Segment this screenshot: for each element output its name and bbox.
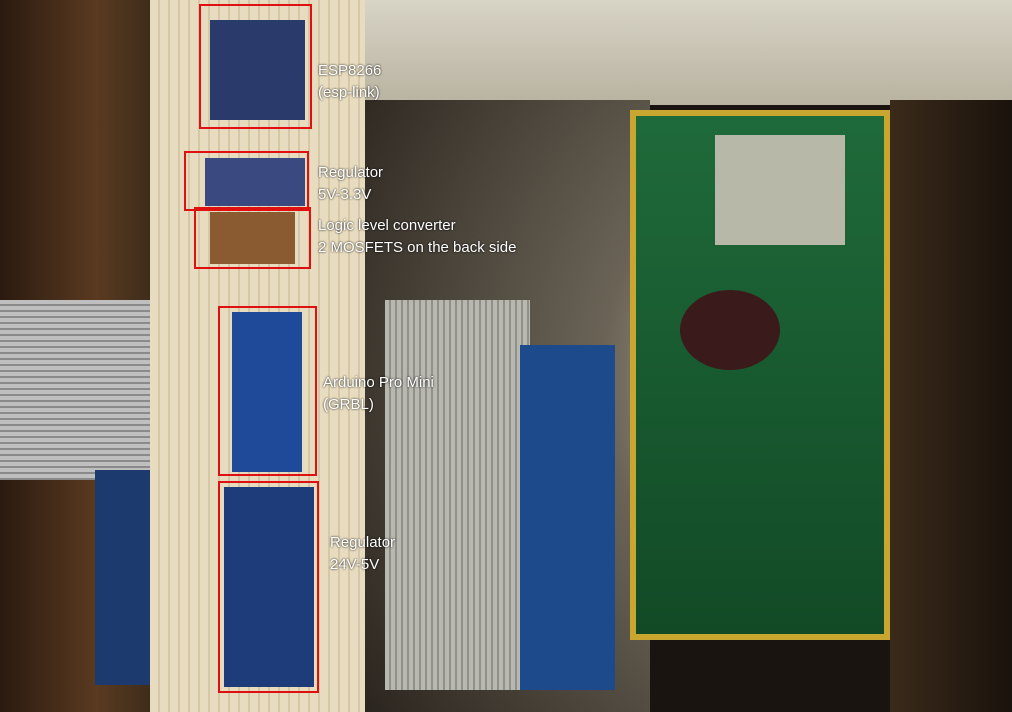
highlight-logic-converter: [194, 207, 311, 269]
right-wall: [890, 100, 1012, 712]
label-line: Arduino Pro Mini: [323, 374, 434, 391]
regulator-module: [205, 158, 305, 206]
label-line: (esp-link): [318, 84, 380, 101]
label-regulator-24v: Regulator 24V-5V: [330, 532, 395, 576]
label-esp8266: ESP8266 (esp-link): [318, 60, 381, 104]
transformer: [715, 135, 845, 245]
label-regulator-5v: Regulator 5V-3.3V: [318, 162, 383, 206]
level-converter: [210, 212, 295, 264]
buck-converter: [224, 487, 314, 687]
highlight-esp8266: [199, 4, 312, 129]
capacitor: [680, 290, 780, 370]
arduino-board: [232, 312, 302, 472]
back-panel: [360, 0, 1012, 105]
ribbon-cable-2: [385, 300, 530, 690]
label-line: 2 MOSFETS on the back side: [318, 239, 517, 256]
highlight-regulator-24v: [218, 481, 319, 693]
label-logic-converter: Logic level converter 2 MOSFETS on the ba…: [318, 215, 516, 259]
driver-board: [520, 345, 615, 690]
label-line: 5V-3.3V: [318, 186, 372, 203]
label-line: (GRBL): [323, 396, 374, 413]
esp-module: [210, 20, 305, 120]
label-line: 24V-5V: [330, 556, 380, 573]
label-line: Logic level converter: [318, 217, 456, 234]
label-line: ESP8266: [318, 62, 382, 79]
highlight-regulator-5v: [184, 151, 309, 211]
label-line: Regulator: [318, 164, 384, 181]
label-line: Regulator: [330, 534, 396, 551]
highlight-arduino: [218, 306, 317, 476]
label-arduino: Arduino Pro Mini (GRBL): [323, 372, 434, 416]
